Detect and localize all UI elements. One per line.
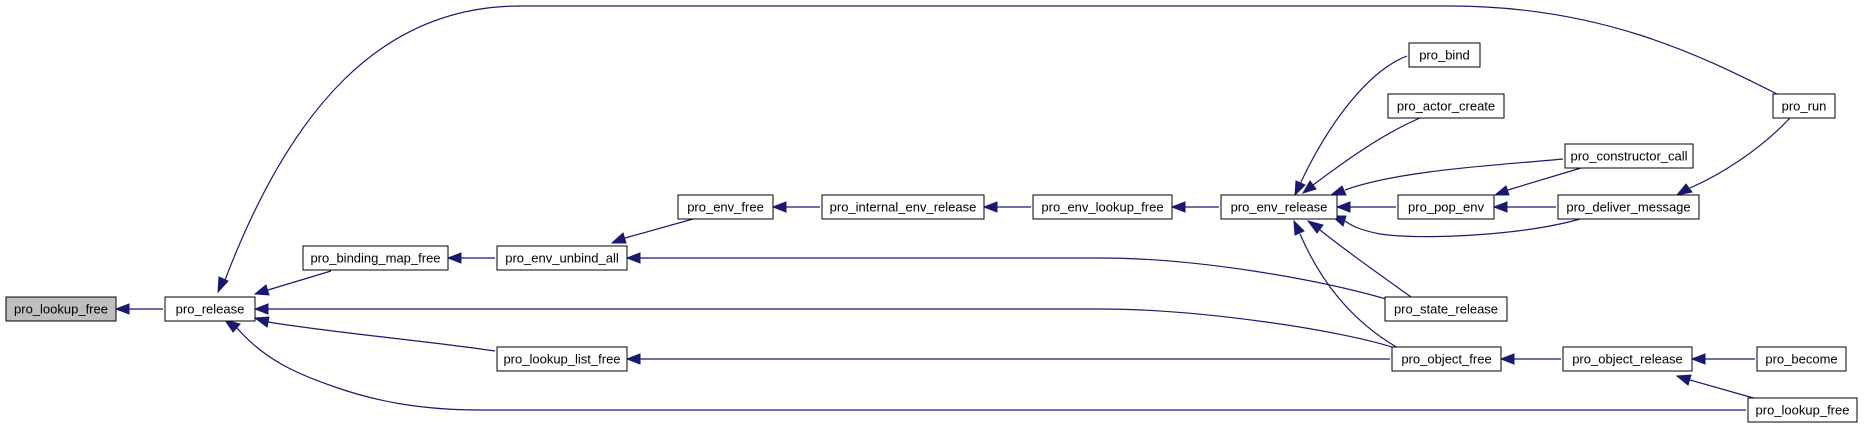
edge-pro-lookup-free-caller-to-pro-release (223, 319, 1746, 411)
edge-pro-object-free-to-pro-lookup-list-free (625, 353, 1390, 365)
node-label: pro_bind (1419, 48, 1470, 63)
node-label: pro_binding_map_free (310, 251, 440, 266)
edge-pro-env-lookup-free-to-pro-internal-env-release (982, 201, 1031, 213)
edge-pro-state-release-to-pro-env-unbind-all (625, 252, 1387, 300)
node-label: pro_state_release (1394, 302, 1498, 317)
node-pro-internal-env-release[interactable]: pro_internal_env_release (821, 194, 985, 220)
node-pro-lookup-free-root: pro_lookup_free (5, 296, 117, 322)
nodes: pro_lookup_free pro_release pro_binding_… (5, 42, 1858, 423)
node-label: pro_actor_create (1397, 99, 1495, 114)
edge-pro-constructor-call-to-pro-pop-env (1493, 167, 1582, 196)
node-label: pro_lookup_list_free (503, 352, 620, 367)
edge-pro-run-to-pro-release (217, 5, 1778, 294)
edge-pro-actor-create-to-pro-env-release (1301, 117, 1421, 194)
node-label: pro_object_release (1572, 352, 1683, 367)
edge-pro-env-free-to-pro-env-unbind-all (610, 218, 694, 244)
edge-pro-state-release-to-pro-env-release (1306, 220, 1415, 300)
node-pro-constructor-call[interactable]: pro_constructor_call (1564, 143, 1694, 169)
node-pro-env-unbind-all[interactable]: pro_env_unbind_all (496, 245, 628, 271)
node-label: pro_object_free (1401, 352, 1491, 367)
node-label: pro_deliver_message (1566, 200, 1690, 215)
node-label: pro_internal_env_release (830, 200, 977, 215)
node-label: pro_constructor_call (1570, 149, 1687, 164)
node-pro-run[interactable]: pro_run (1772, 93, 1836, 119)
edge-pro-env-unbind-all-to-pro-binding-map-free (446, 252, 495, 264)
edge-pro-pop-env-to-pro-env-release (1335, 201, 1396, 213)
node-pro-env-release[interactable]: pro_env_release (1220, 194, 1338, 220)
node-label: pro_env_free (687, 200, 764, 215)
node-label: pro_env_lookup_free (1041, 200, 1163, 215)
edge-pro-object-free-to-pro-release (253, 303, 1396, 349)
edge-pro-run-to-pro-deliver-message (1675, 117, 1791, 196)
edge-pro-object-release-to-pro-object-free (1499, 353, 1561, 365)
node-pro-env-free[interactable]: pro_env_free (677, 194, 774, 220)
edge-pro-lookup-free-caller-to-pro-object-release (1675, 374, 1758, 400)
node-pro-pop-env[interactable]: pro_pop_env (1397, 194, 1495, 220)
edge-pro-release-to-pro-lookup-free (114, 303, 163, 315)
edges (114, 5, 1791, 411)
node-pro-bind[interactable]: pro_bind (1408, 42, 1481, 68)
edge-pro-lookup-list-free-to-pro-release (253, 316, 496, 352)
node-pro-state-release[interactable]: pro_state_release (1384, 296, 1508, 322)
edge-pro-deliver-message-to-pro-pop-env (1492, 201, 1556, 213)
node-label: pro_lookup_free (1756, 403, 1850, 418)
edge-pro-bind-to-pro-env-release (1294, 55, 1408, 197)
node-pro-lookup-list-free[interactable]: pro_lookup_list_free (496, 346, 628, 372)
node-label: pro_lookup_free (14, 302, 108, 317)
node-label: pro_env_release (1231, 200, 1328, 215)
edge-pro-internal-env-release-to-pro-env-free (771, 201, 820, 213)
node-pro-object-release[interactable]: pro_object_release (1562, 346, 1693, 372)
node-label: pro_release (176, 302, 245, 317)
edge-pro-constructor-call-to-pro-env-release (1329, 158, 1564, 196)
node-pro-become[interactable]: pro_become (1756, 346, 1847, 372)
node-pro-lookup-free-caller[interactable]: pro_lookup_free (1747, 397, 1858, 423)
node-pro-deliver-message[interactable]: pro_deliver_message (1557, 194, 1700, 220)
edge-pro-become-to-pro-object-release (1690, 353, 1755, 365)
node-label: pro_run (1782, 99, 1827, 114)
node-label: pro_become (1765, 352, 1837, 367)
edge-pro-binding-map-free-to-pro-release (253, 270, 332, 296)
node-pro-object-free[interactable]: pro_object_free (1391, 346, 1502, 372)
node-label: pro_pop_env (1408, 200, 1484, 215)
node-pro-env-lookup-free[interactable]: pro_env_lookup_free (1032, 194, 1173, 220)
node-pro-release[interactable]: pro_release (164, 296, 256, 322)
node-pro-actor-create[interactable]: pro_actor_create (1387, 93, 1505, 119)
node-label: pro_env_unbind_all (505, 251, 619, 266)
edge-pro-object-free-to-pro-env-release (1293, 219, 1399, 349)
edge-pro-env-release-to-pro-env-lookup-free (1170, 201, 1219, 213)
node-pro-binding-map-free[interactable]: pro_binding_map_free (302, 245, 449, 271)
